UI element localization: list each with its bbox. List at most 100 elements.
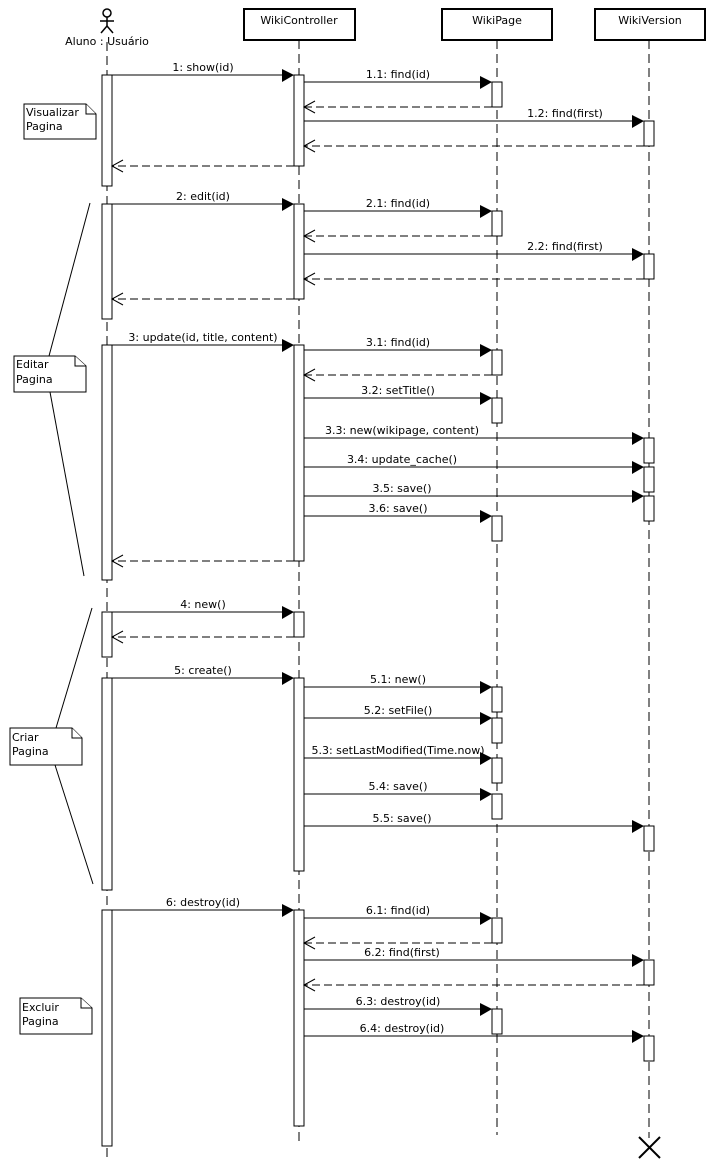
activation-bar — [491, 1008, 503, 1035]
return-message[interactable] — [110, 159, 294, 173]
message-label: 6: destroy(id) — [166, 896, 240, 909]
call-message[interactable]: 2.1: find(id) — [304, 197, 492, 218]
message-label: 3.4: update_cache() — [347, 453, 457, 466]
note-line: Excluir — [22, 1001, 59, 1014]
filled-arrowhead-icon — [632, 820, 644, 833]
call-message[interactable]: 6.3: destroy(id) — [304, 995, 492, 1016]
call-message[interactable]: 5.4: save() — [304, 780, 492, 801]
filled-arrowhead-icon — [480, 344, 492, 357]
open-arrowhead-icon — [110, 554, 124, 568]
call-message[interactable]: 1.2: find(first) — [304, 107, 644, 128]
open-arrowhead-icon — [302, 368, 316, 382]
note-excluir-pagina[interactable]: Excluir Pagina — [19, 997, 93, 1035]
filled-arrowhead-icon — [480, 912, 492, 925]
message-label: 2.2: find(first) — [527, 240, 603, 253]
activation-bar — [293, 203, 305, 300]
message-label: 6.3: destroy(id) — [356, 995, 441, 1008]
return-message[interactable] — [302, 100, 492, 114]
message-label: 3.5: save() — [372, 482, 431, 495]
message-label: 6.2: find(first) — [364, 946, 440, 959]
filled-arrowhead-icon — [480, 510, 492, 523]
activation-bar — [643, 253, 655, 280]
call-message[interactable]: 1.1: find(id) — [304, 68, 492, 89]
participant-label: WikiVersion — [618, 14, 682, 27]
call-message[interactable]: 2.2: find(first) — [304, 240, 644, 261]
call-message[interactable]: 3.6: save() — [304, 502, 492, 523]
call-message[interactable]: 3.2: setTitle() — [304, 384, 492, 405]
message-label: 2.1: find(id) — [366, 197, 430, 210]
call-message[interactable]: 5: create() — [112, 664, 294, 685]
filled-arrowhead-icon — [480, 681, 492, 694]
call-message[interactable]: 3.3: new(wikipage, content) — [304, 424, 644, 445]
call-message[interactable]: 5.1: new() — [304, 673, 492, 694]
filled-arrowhead-icon — [632, 490, 644, 503]
return-message[interactable] — [110, 292, 294, 306]
destroy-x-icon — [638, 1136, 661, 1159]
message-label: 3: update(id, title, content) — [128, 331, 277, 344]
return-message[interactable] — [302, 978, 644, 992]
message-label: 6.1: find(id) — [366, 904, 430, 917]
activation-bar — [643, 466, 655, 493]
activation-bar — [101, 611, 113, 658]
participant-wikipage[interactable]: WikiPage — [441, 8, 553, 41]
call-message[interactable]: 3.5: save() — [304, 482, 644, 503]
activation-bar — [293, 344, 305, 562]
call-message[interactable]: 6.4: destroy(id) — [304, 1022, 644, 1043]
filled-arrowhead-icon — [282, 198, 294, 211]
filled-arrowhead-icon — [282, 606, 294, 619]
call-message[interactable]: 5.3: setLastModified(Time.now) — [304, 744, 492, 765]
call-message[interactable]: 4: new() — [112, 598, 294, 619]
call-message[interactable]: 3.4: update_cache() — [304, 453, 644, 474]
call-message[interactable]: 1: show(id) — [112, 61, 294, 82]
message-label: 3.3: new(wikipage, content) — [325, 424, 479, 437]
open-arrowhead-icon — [110, 159, 124, 173]
message-label: 1.2: find(first) — [527, 107, 603, 120]
call-message[interactable]: 6.2: find(first) — [304, 946, 644, 967]
activation-bar — [491, 349, 503, 376]
call-message[interactable]: 3.1: find(id) — [304, 336, 492, 357]
message-label: 5.1: new() — [370, 673, 426, 686]
call-message[interactable]: 2: edit(id) — [112, 190, 294, 211]
return-message[interactable] — [302, 368, 492, 382]
call-message[interactable]: 3: update(id, title, content) — [112, 331, 294, 352]
note-anchor-line — [54, 764, 94, 885]
call-message[interactable]: 5.2: setFile() — [304, 704, 492, 725]
filled-arrowhead-icon — [480, 1003, 492, 1016]
activation-bar — [643, 959, 655, 986]
participant-wikicontroller[interactable]: WikiController — [243, 8, 356, 41]
call-message[interactable]: 6: destroy(id) — [112, 896, 294, 917]
filled-arrowhead-icon — [480, 752, 492, 765]
open-arrowhead-icon — [302, 936, 316, 950]
activation-bar — [643, 120, 655, 147]
activation-bar — [643, 437, 655, 464]
activation-bar — [643, 825, 655, 852]
note-visualizar-pagina[interactable]: Visualizar Pagina — [23, 103, 97, 140]
call-message[interactable]: 5.5: save() — [304, 812, 644, 833]
activation-bar — [101, 344, 113, 581]
activation-bar — [643, 1035, 655, 1062]
note-editar-pagina[interactable]: Editar Pagina — [13, 355, 87, 393]
return-message[interactable] — [110, 630, 294, 644]
return-message[interactable] — [302, 139, 644, 153]
message-label: 5.2: setFile() — [364, 704, 433, 717]
filled-arrowhead-icon — [480, 712, 492, 725]
return-message[interactable] — [302, 229, 492, 243]
return-message[interactable] — [302, 936, 492, 950]
note-criar-pagina[interactable]: Criar Pagina — [9, 727, 83, 766]
filled-arrowhead-icon — [282, 69, 294, 82]
open-arrowhead-icon — [302, 978, 316, 992]
call-message[interactable]: 6.1: find(id) — [304, 904, 492, 925]
message-label: 1: show(id) — [172, 61, 233, 74]
filled-arrowhead-icon — [282, 339, 294, 352]
message-label: 2: edit(id) — [176, 190, 230, 203]
activation-bar — [491, 793, 503, 820]
note-line: Pagina — [22, 1015, 59, 1028]
participant-wikiversion[interactable]: WikiVersion — [594, 8, 706, 41]
messages-layer: 1: show(id) 1.1: find(id) 1.2: find(first)… — [110, 61, 644, 1043]
note-line: Criar — [12, 731, 39, 744]
note-line: Pagina — [16, 373, 53, 386]
note-line: Pagina — [12, 745, 49, 758]
message-label: 5.5: save() — [372, 812, 431, 825]
return-message[interactable] — [110, 554, 294, 568]
return-message[interactable] — [302, 272, 644, 286]
